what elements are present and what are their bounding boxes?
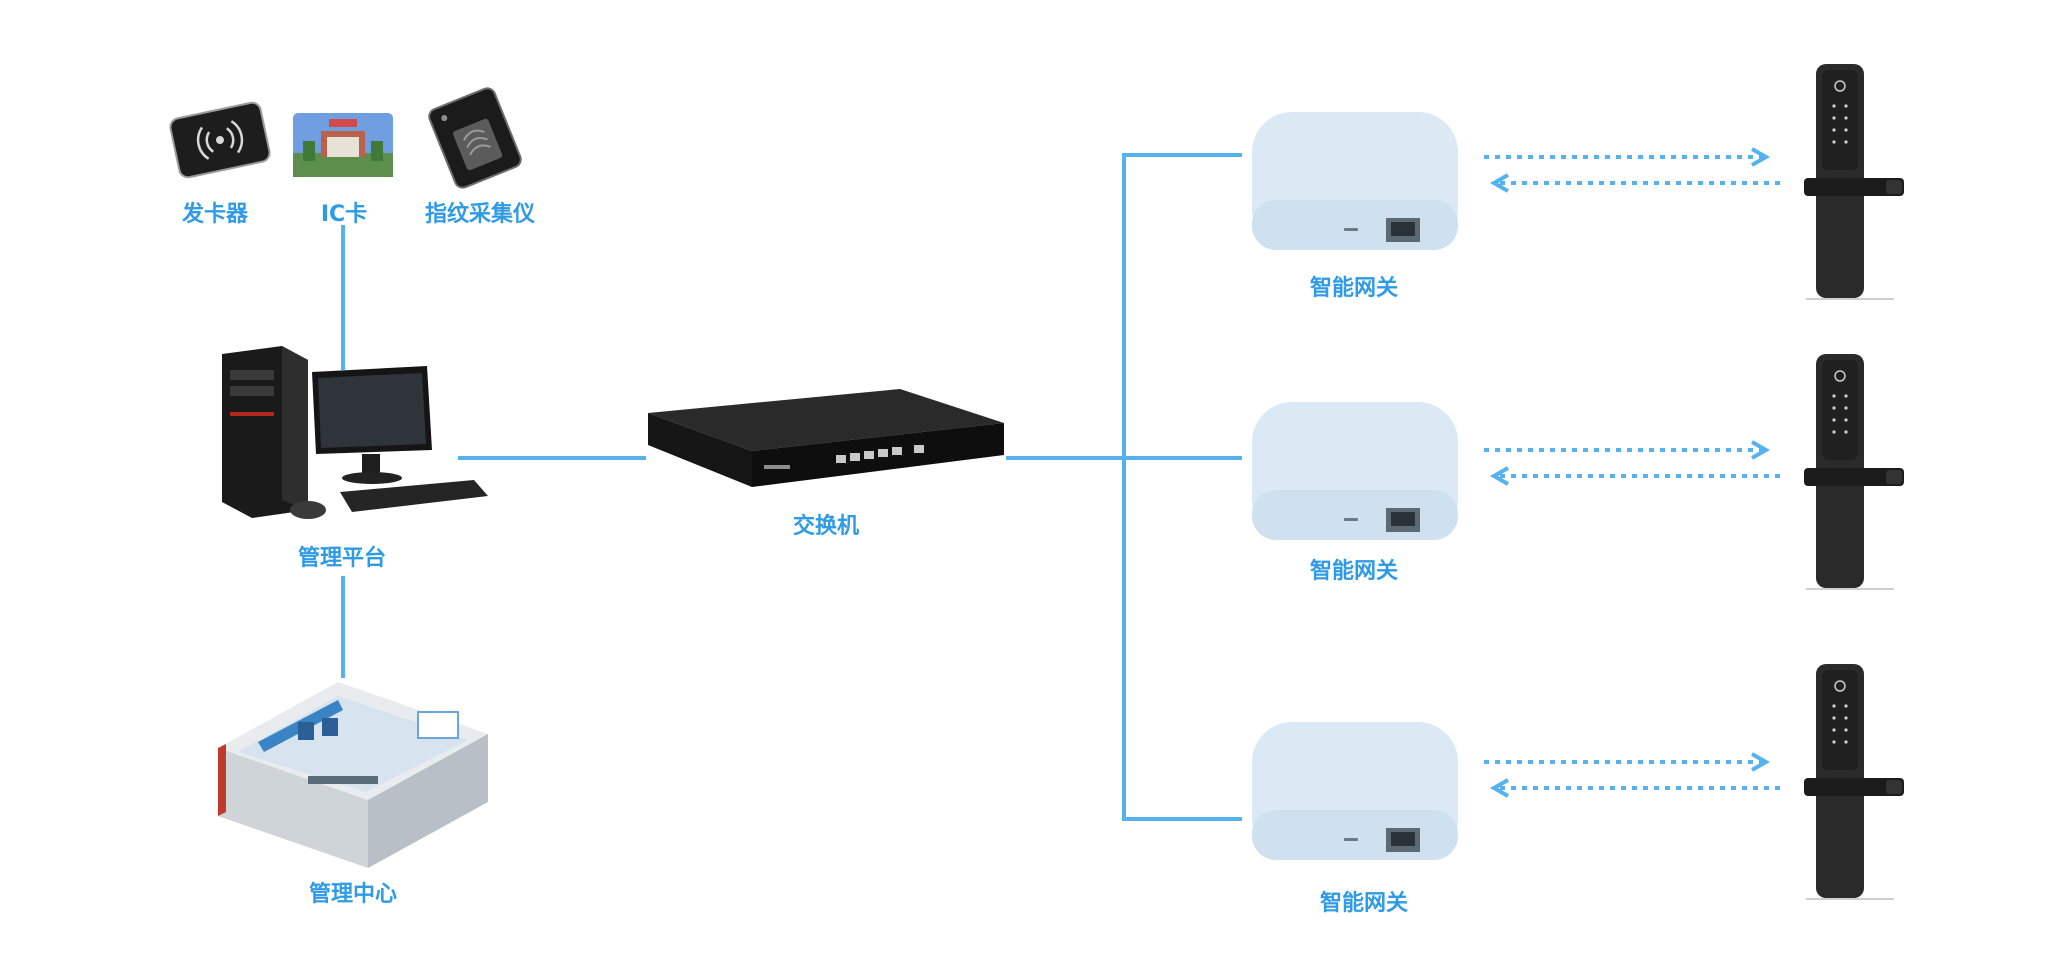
line-pc-to-center [341,576,345,678]
ic-card-icon [293,113,393,177]
rfid-reader-icon [169,101,271,179]
ic-card-label: IC卡 [320,202,368,227]
line-switch-to-bus [1006,456,1126,460]
line-vertical-bus [1122,153,1126,821]
fingerprint-reader-label: 指纹采集仪 [424,202,536,227]
gateway-2-label: 智能网关 [1309,559,1399,584]
smart-door-lock-icon [1804,664,1904,900]
gateway-3-label: 智能网关 [1319,891,1409,916]
line-peripherals-to-pc [341,225,345,370]
smart-door-lock-icon [1804,354,1904,590]
wireless-link-1 [1484,147,1780,193]
smart-gateway-icon [1252,722,1458,860]
smart-gateway-icon [1252,112,1458,250]
smart-gateway-icon [1252,402,1458,540]
management-platform-label: 管理平台 [297,546,387,571]
smart-door-lock-icon [1804,64,1904,300]
line-bus-to-gateway-3 [1122,817,1242,821]
line-pc-to-switch [458,456,646,460]
management-center-label: 管理中心 [308,882,398,907]
gateway-1-label: 智能网关 [1309,276,1399,301]
wireless-link-2 [1484,440,1780,486]
wireless-link-3 [1484,752,1780,798]
network-switch-icon [648,389,1004,487]
control-room-icon [218,682,488,868]
card-issuer-label: 发卡器 [181,202,249,227]
line-bus-to-gateway-2 [1122,456,1242,460]
desktop-computer-icon [222,346,488,519]
fingerprint-scanner-icon [428,87,522,189]
switch-label: 交换机 [792,514,860,539]
line-bus-to-gateway-1 [1122,153,1242,157]
